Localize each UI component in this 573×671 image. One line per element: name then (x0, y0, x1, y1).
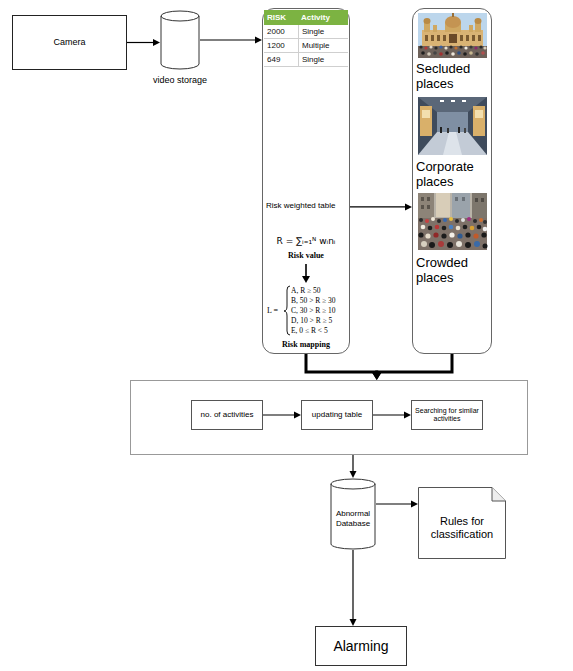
formula-caption: Risk mapping (263, 340, 349, 350)
connector-arrow (263, 412, 301, 419)
arrowhead (372, 372, 382, 380)
connector-arrow (350, 455, 357, 478)
image-caption: Corporate places (416, 159, 490, 189)
down-arrow (302, 264, 310, 283)
connector-line (350, 206, 406, 207)
arrowhead (350, 619, 357, 626)
risk-panel: RISKActivity2000Single1200Multiple649Sin… (262, 8, 350, 354)
arrowhead (372, 372, 382, 380)
connector-line (377, 354, 452, 374)
places-panel: Secluded placesCorporate placesCrowded p… (412, 8, 492, 354)
table-cell: 2000 (264, 25, 298, 39)
connector-line (306, 354, 377, 374)
connector-arrow (127, 39, 160, 46)
camera-box: Camera (12, 15, 127, 70)
node-label: no. of activities (195, 410, 259, 420)
connector-line (263, 414, 295, 415)
arrowhead (405, 203, 412, 210)
database-cylinder: Abnormal Database (330, 478, 376, 550)
node-label: Searching for similar activities (415, 407, 479, 423)
formula-term: L = (267, 306, 285, 316)
connector-line (352, 550, 353, 620)
node-label: Alarming (319, 638, 403, 655)
connector-line (373, 414, 405, 415)
connector-arrow (350, 550, 357, 626)
image-caption: Secluded places (416, 61, 490, 91)
cylinder-outline (160, 10, 200, 70)
table-header: RISK (264, 10, 298, 25)
formula: R = ∑ᵢ₌₁ᴺ wᵢnᵢ (263, 235, 349, 247)
arrowhead (350, 471, 357, 478)
table-header: Activity (298, 10, 348, 25)
arrowhead (411, 501, 418, 508)
connector-arrow (200, 37, 262, 44)
brace (284, 286, 290, 335)
formula-caption: Risk value (263, 251, 349, 261)
mapping-case: C, 30 > R ≥ 10 (291, 306, 348, 315)
mapping-case: B, 50 > R ≥ 30 (291, 296, 348, 305)
process-box: Searching for similar activities (411, 400, 483, 430)
table-cell: 1200 (264, 39, 298, 53)
connector-line (200, 39, 256, 40)
secluded-place-photo (418, 13, 487, 58)
document-shape: Rules for classification (418, 487, 506, 559)
node-label: Abnormal Database (332, 509, 374, 529)
connector-arrow (373, 412, 411, 419)
storage-cylinder: video storage (160, 10, 200, 70)
connector-arrow (376, 501, 418, 508)
image-caption: Crowded places (416, 255, 490, 285)
table-cell: Single (298, 25, 348, 39)
node-label: updating table (305, 410, 369, 420)
process-box: updating table (301, 400, 373, 430)
table-cell: Single (298, 53, 348, 67)
process-box: no. of activities (191, 400, 263, 430)
mapping-case: D, 10 > R ≥ 5 (291, 316, 348, 325)
mapping-case: E, 0 ≤ R < 5 (291, 326, 348, 335)
arrowhead (404, 412, 411, 419)
arrowhead (294, 412, 301, 419)
crowded-place-photo (418, 193, 488, 250)
connector-arrow (350, 203, 412, 210)
mapping-case: A, R ≥ 50 (291, 286, 348, 295)
connector-line (127, 42, 154, 43)
alarm-box: Alarming (315, 626, 407, 666)
table-caption: Risk weighted table (266, 201, 348, 211)
node-label: video storage (130, 74, 230, 86)
connector-arrow (306, 354, 382, 380)
connector-line (352, 455, 353, 472)
process-band: no. of activities updating table Searching… (130, 380, 528, 455)
table-cell: 649 (264, 53, 298, 67)
table-cell: Multiple (298, 39, 348, 53)
corporate-place-photo (418, 97, 487, 155)
node-label: Camera (16, 37, 123, 48)
connector-line (376, 503, 412, 504)
node-label: Rules for classification (423, 515, 501, 541)
arrowhead (153, 39, 160, 46)
connector-arrow (372, 354, 452, 380)
arrowhead (255, 37, 262, 44)
